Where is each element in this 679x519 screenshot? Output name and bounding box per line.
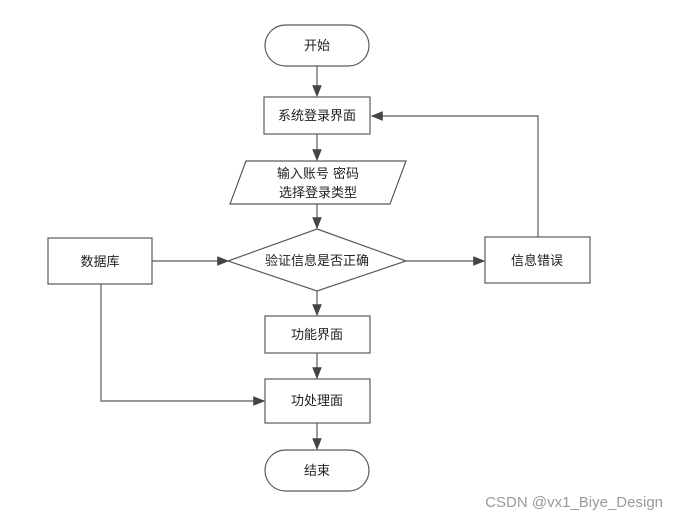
edge-error-login (370, 111, 539, 237)
function-page-box (264, 315, 371, 354)
login-page-label: 系统登录界面 (278, 109, 356, 124)
processing-page-box (264, 378, 371, 424)
watermark-text: CSDN @vx1_Biye_Design (485, 494, 663, 511)
end-label: 结束 (304, 464, 330, 479)
verify-diamond (226, 228, 408, 292)
database-box (47, 237, 153, 285)
verify-label: 验证信息是否正确 (265, 253, 369, 269)
end-terminal (264, 449, 370, 492)
edge-database-processing (100, 284, 266, 406)
login-page-box (263, 96, 371, 135)
input-label-line2: 选择登录类型 (279, 186, 357, 201)
error-box (484, 236, 591, 284)
database-label: 数据库 (80, 254, 119, 270)
start-label: 开始 (304, 39, 330, 54)
input-label-line1: 输入账号 密码 (277, 166, 359, 182)
function-page-label: 功能界面 (291, 328, 343, 343)
start-terminal (264, 24, 370, 67)
error-label: 信息错误 (511, 253, 563, 269)
processing-page-label: 功处理面 (291, 394, 343, 409)
input-parallelogram (229, 160, 407, 205)
